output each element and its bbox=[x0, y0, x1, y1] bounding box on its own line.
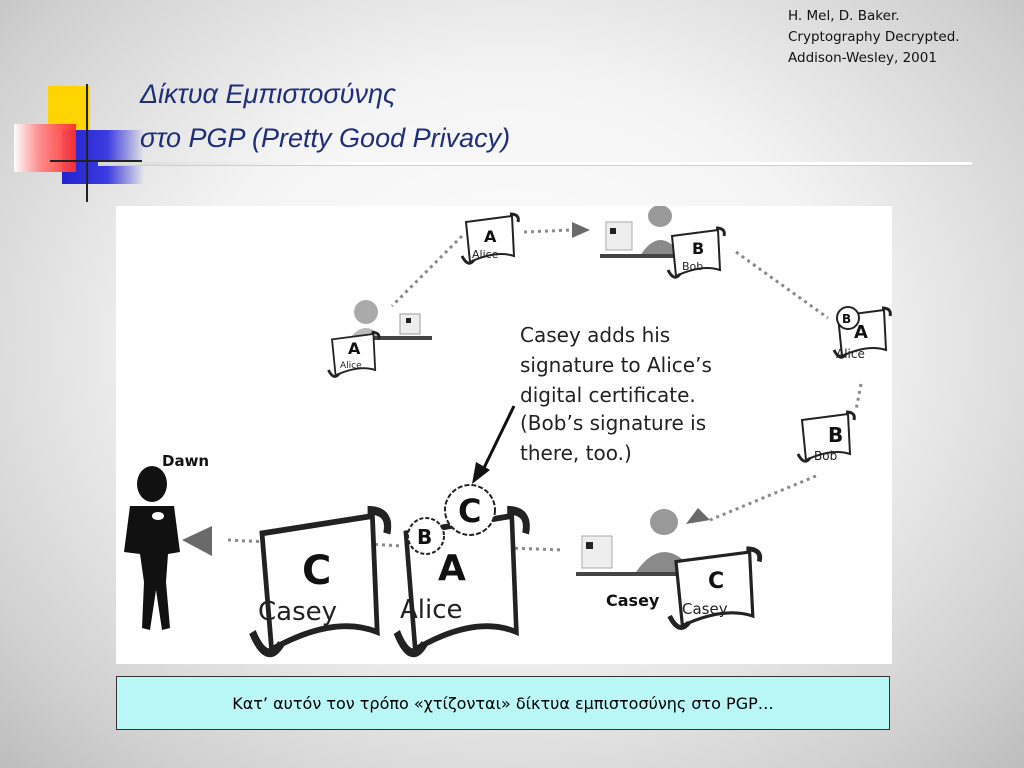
cert-name-alice: Alice bbox=[472, 248, 499, 261]
caption-text: Κατ’ αυτόν τον τρόπο «χτίζονται» δίκτυα … bbox=[232, 693, 774, 713]
title-line: Δίκτυα Εμπιστοσύνης bbox=[140, 79, 397, 109]
bob-seal bbox=[407, 517, 445, 555]
cert-letter-a: A bbox=[438, 548, 466, 589]
arrow-heads bbox=[182, 222, 710, 556]
bob-person-icon bbox=[600, 206, 710, 258]
bob-seal bbox=[836, 306, 860, 330]
cert-name-alice: Alice bbox=[400, 595, 463, 625]
cert-letter-a: A bbox=[484, 227, 497, 246]
cert-letter-b: B bbox=[417, 525, 432, 549]
casey-label: Casey bbox=[606, 591, 660, 610]
slide-title: Δίκτυα Εμπιστοσύνης στο PGP (Pretty Good… bbox=[140, 72, 510, 160]
cert-letter-b: B bbox=[692, 239, 704, 258]
cert-name-casey: Casey bbox=[682, 600, 728, 618]
callout-line: digital certificate. bbox=[520, 383, 696, 407]
reference-line: Cryptography Decrypted. bbox=[788, 29, 960, 45]
callout-line: (Bob’s signature is bbox=[520, 411, 706, 435]
casey-seal bbox=[444, 484, 496, 536]
decorative-squares bbox=[10, 84, 150, 204]
cert-name-bob: Bob bbox=[814, 449, 837, 463]
reference-line: H. Mel, D. Baker. bbox=[788, 8, 900, 24]
title-line: στο PGP (Pretty Good Privacy) bbox=[140, 123, 511, 153]
cert-letter-c: C bbox=[302, 548, 331, 594]
cert-letter-a: A bbox=[348, 339, 361, 358]
title-divider bbox=[98, 162, 972, 165]
cert-name-alice: Alice bbox=[836, 347, 865, 361]
pgp-web-of-trust-figure: A Alice A Alice B Bob B A Alice B Bob bbox=[116, 206, 892, 664]
cert-letter-a: A bbox=[854, 322, 868, 343]
reference: H. Mel, D. Baker. Cryptography Decrypted… bbox=[788, 6, 1018, 69]
caption-box: Κατ’ αυτόν τον τρόπο «χτίζονται» δίκτυα … bbox=[116, 676, 890, 730]
reference-line: Addison-Wesley, 2001 bbox=[788, 50, 937, 66]
alice-person-icon bbox=[350, 300, 432, 340]
callout-line: Casey adds his bbox=[520, 323, 670, 347]
cert-letter-b: B bbox=[842, 312, 851, 326]
cert-letter-b: B bbox=[828, 423, 843, 447]
cert-letter-c: C bbox=[458, 492, 481, 530]
cert-name-bob: Bob bbox=[682, 260, 703, 273]
dawn-label: Dawn bbox=[162, 452, 209, 470]
cert-letter-c: C bbox=[708, 569, 724, 594]
callout: Casey adds his signature to Alice’s digi… bbox=[472, 323, 712, 484]
figure-svg: A Alice A Alice B Bob B A Alice B Bob bbox=[124, 206, 892, 664]
dawn-person-icon bbox=[124, 466, 180, 630]
dotted-path bbox=[227, 228, 863, 552]
callout-line: signature to Alice’s bbox=[520, 353, 712, 377]
callout-line: there, too.) bbox=[520, 441, 632, 465]
cert-name-casey: Casey bbox=[258, 597, 337, 627]
cert-name-alice: Alice bbox=[340, 361, 362, 371]
